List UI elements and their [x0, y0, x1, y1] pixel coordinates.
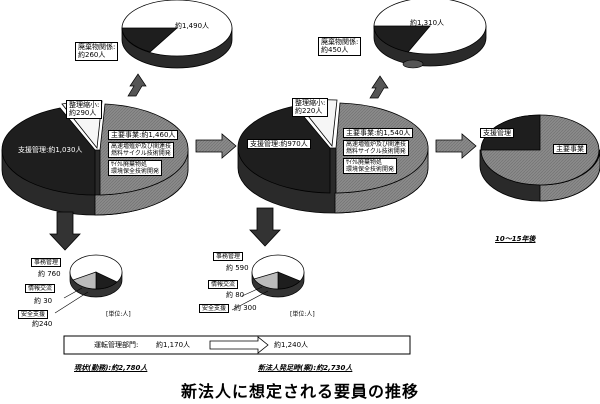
operations-box-frame — [63, 335, 411, 355]
current-main-sub1: 高速増殖炉及び関連技 — [111, 143, 172, 150]
current-main-sub4: 環境保全技術開発 — [111, 168, 160, 176]
pie-current-decommission — [121, 0, 233, 69]
arrow-up-new — [369, 75, 389, 99]
operations-current: 約1,170人 — [156, 341, 191, 349]
arrow-down-current — [49, 211, 81, 251]
current-admin-label: 事務管理 — [31, 258, 62, 268]
arrow-up-current — [127, 73, 147, 97]
new-caption: 新法人発足時(案):約2,730人 — [258, 364, 353, 372]
new-safety-value: 約 300 — [234, 304, 257, 312]
current-decommission-box: 廃棄物関係: 約260人 — [75, 42, 119, 61]
page-title: 新法人に想定される要員の推移 — [180, 382, 419, 401]
current-decommission-label: 廃棄物関係: — [78, 43, 116, 51]
new-reorganize-box: 整理縮小: 約220人 — [292, 98, 329, 117]
new-main-sub2: 燃料サイクル技術開発 — [346, 148, 406, 156]
arrow-right-2 — [435, 133, 477, 159]
current-safety-label: 安全支援 — [18, 310, 49, 320]
new-main-sub1: 高速増殖炉及び関連技 — [346, 141, 407, 148]
new-main-sub3: ｻｲｸﾙ廃棄物処 — [346, 159, 383, 166]
operations-label: 運転管理部門: — [94, 341, 139, 349]
current-reorganize-box: 整理縮小: 約290人 — [66, 100, 103, 119]
pie-new-breakdown — [231, 254, 305, 311]
new-main-sub-box: 高速増殖炉及び関連技 燃料サイクル技術開発 — [343, 140, 410, 157]
new-unit: [単位:人] — [290, 311, 315, 318]
new-admin-label: 事務管理 — [213, 252, 244, 262]
new-decommission-value: 約450人 — [321, 46, 349, 55]
current-info-label: 情報交流 — [25, 284, 56, 294]
pie-current-breakdown — [54, 254, 123, 314]
current-reorganize-value: 約290人 — [69, 109, 97, 118]
new-support-label: 支援管理:約970人 — [247, 139, 311, 150]
arrow-down-new — [249, 207, 281, 247]
new-remainder-label: 約1,310人 — [410, 19, 445, 27]
current-main-sub3: ｻｲｸﾙ廃棄物処 — [111, 161, 148, 168]
current-main-label: 主要事業:約1,460人 — [108, 130, 179, 141]
new-reorganize-value: 約220人 — [295, 107, 323, 116]
new-admin-value: 約 590 — [226, 264, 249, 272]
new-info-label: 情報交流 — [208, 280, 239, 290]
current-safety-value: 約240 — [32, 320, 53, 328]
new-main-sub-box-2: ｻｲｸﾙ廃棄物処 環境保全技術開発 — [343, 158, 398, 175]
current-info-value: 約 30 — [34, 297, 53, 305]
current-caption: 現状(勤務):約2,780人 — [74, 364, 148, 372]
future-support-label: 支援管理 — [480, 128, 514, 139]
current-main-sub2: 燃料サイクル技術開発 — [111, 150, 171, 158]
current-reorganize-label: 整理縮小: — [69, 101, 100, 109]
operations-new: 約1,240人 — [274, 341, 309, 349]
pie-future — [479, 114, 600, 202]
current-main-sub-box: 高速増殖炉及び関連技 燃料サイクル技術開発 — [108, 142, 175, 159]
future-main-label: 主要事業 — [553, 144, 587, 155]
future-caption: 10～15年後 — [495, 235, 536, 243]
current-admin-value: 約 760 — [38, 270, 61, 278]
pie-new-decommission — [373, 0, 487, 69]
current-main-sub-box-2: ｻｲｸﾙ廃棄物処 環境保全技術開発 — [108, 160, 163, 177]
new-decommission-label: 廃棄物関係: — [321, 38, 359, 46]
new-decommission-box: 廃棄物関係: 約450人 — [318, 37, 362, 56]
current-remainder-label: 約1,490人 — [175, 22, 210, 30]
new-main-label: 主要事業:約1,540人 — [343, 128, 414, 139]
current-unit: [単位:人] — [106, 311, 131, 318]
new-reorganize-label: 整理縮小: — [295, 99, 326, 107]
current-support-label: 支援管理:約1,030人 — [18, 146, 83, 154]
current-decommission-value: 約260人 — [78, 51, 106, 60]
new-main-sub4: 環境保全技術開発 — [346, 166, 395, 174]
new-info-value: 約 80 — [226, 291, 245, 299]
arrow-right-1 — [195, 133, 237, 159]
new-safety-label: 安全支援 — [199, 304, 230, 314]
